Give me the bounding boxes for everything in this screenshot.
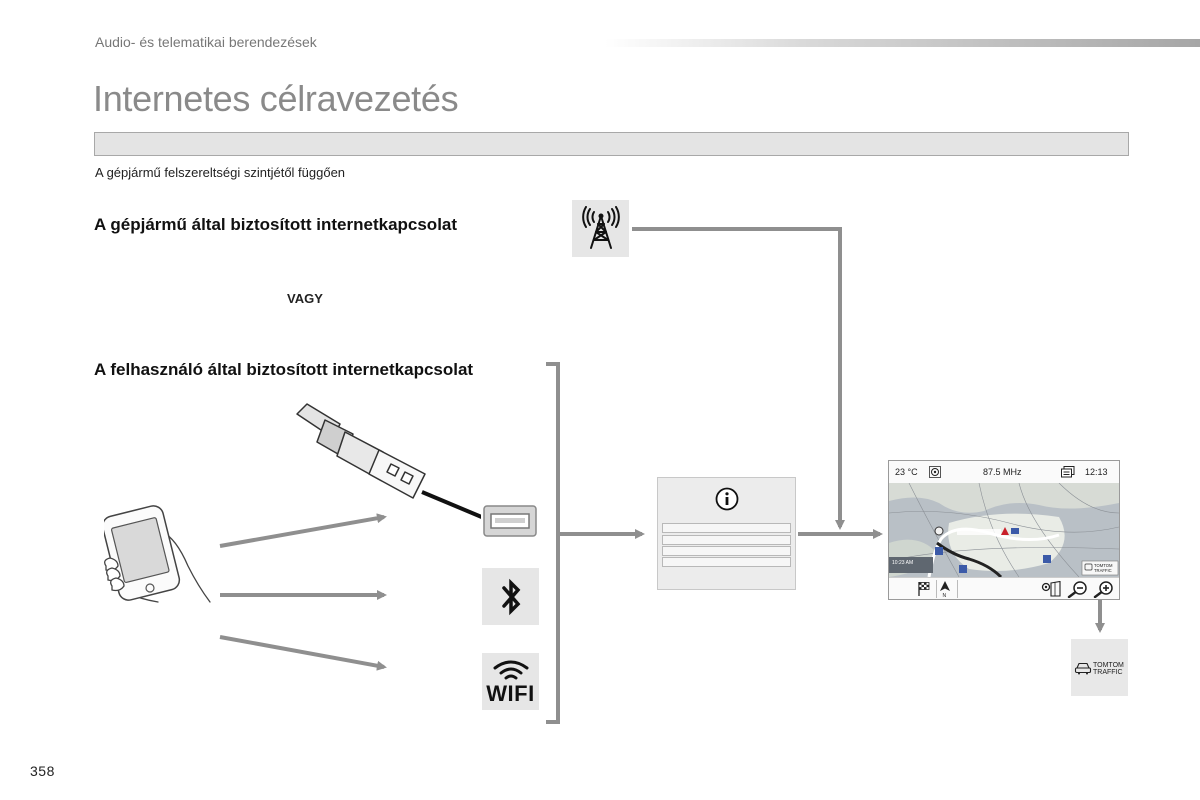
compass-icon[interactable]: N — [939, 580, 951, 598]
page-number: 358 — [30, 763, 55, 779]
title-band — [94, 132, 1129, 156]
usb-port-icon — [482, 505, 537, 537]
antenna-to-screen-line — [632, 227, 845, 530]
wifi-label: WIFI — [486, 680, 535, 706]
zoom-in-icon[interactable] — [1093, 580, 1115, 598]
map-time-label: 10:23 AM — [892, 560, 913, 566]
traffic-badge-line2: TRAFFIC — [1094, 568, 1112, 573]
page-title: Internetes célravezetés — [93, 78, 459, 119]
frequency-readout: 87.5 MHz — [983, 467, 1022, 477]
section-header: Audio- és telematikai berendezések — [95, 34, 317, 50]
toolbar-divider — [957, 580, 958, 598]
destination-flag-icon[interactable] — [917, 581, 931, 597]
messages-icon — [1061, 466, 1075, 478]
availability-note: A gépjármű felszereltségi szintjétől füg… — [95, 165, 346, 180]
info-line — [662, 546, 791, 556]
or-label: VAGY — [287, 291, 323, 306]
radio-signal-icon — [929, 466, 941, 478]
tomtom-traffic-icon — [1074, 662, 1092, 675]
info-line — [662, 557, 791, 567]
antenna-tile — [572, 200, 629, 257]
zoom-out-icon[interactable] — [1067, 580, 1089, 598]
info-icon — [715, 487, 739, 511]
traffic-badge-line1: TOMTOM — [1094, 563, 1113, 568]
nav-bottom-bar: N — [889, 577, 1119, 599]
temperature-readout: 23 °C — [895, 467, 918, 477]
vehicle-connection-heading: A gépjármű által biztosított internetkap… — [94, 215, 458, 234]
toolbar-divider — [936, 580, 937, 598]
user-connection-heading: A felhasználó által biztosított internet… — [94, 360, 474, 379]
phone-to-wifi-arrow — [219, 635, 387, 671]
antenna-icon — [581, 205, 620, 249]
usb-plug-icon — [296, 403, 426, 499]
user-connection-bracket — [546, 362, 560, 724]
tomtom-line1: TOMTOM — [1093, 662, 1124, 669]
info-line — [662, 535, 791, 545]
nav-status-bar: 23 °C 87.5 MHz 12:13 — [889, 461, 1119, 484]
compass-label: N — [943, 593, 947, 598]
navigation-screen: 23 °C 87.5 MHz 12:13 10:23 AM — [888, 460, 1120, 600]
map-settings-icon[interactable] — [1041, 581, 1061, 597]
usb-port-tile — [481, 500, 538, 542]
header-gradient-bar — [605, 39, 1200, 47]
phone-to-usb-arrow — [219, 513, 387, 548]
tomtom-line2: TRAFFIC — [1093, 669, 1123, 676]
tomtom-traffic-tile: TOMTOM TRAFFIC — [1071, 639, 1128, 696]
wifi-icon — [493, 660, 528, 679]
smartphone-icon — [104, 505, 211, 603]
map-view: 10:23 AM TOMTOM TRAFFIC — [889, 483, 1119, 577]
bluetooth-icon — [501, 578, 520, 615]
info-panel — [657, 477, 796, 590]
bluetooth-tile — [482, 568, 539, 625]
info-line — [662, 523, 791, 533]
wifi-tile: WIFI — [482, 653, 539, 710]
usb-cable-line — [421, 490, 485, 520]
clock-readout: 12:13 — [1085, 467, 1108, 477]
